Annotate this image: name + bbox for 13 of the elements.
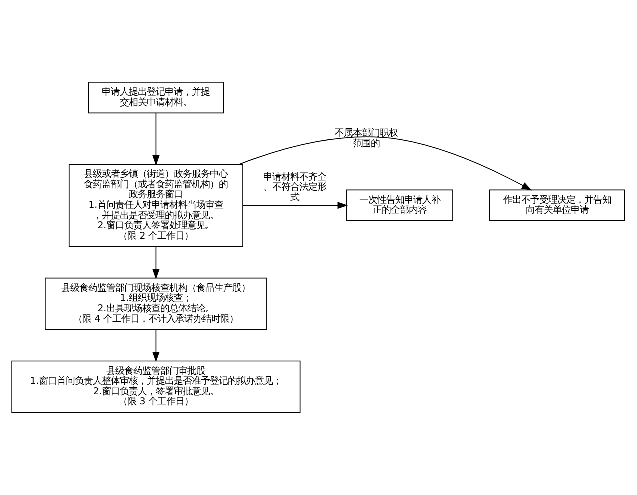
node-box: 县级食药监管部门现场核查机构（食品生产股） 1.组织现场核查； 2.出具现场核查的总体结论。 （限 4 个工作日，不计入承诺办结时限） [45, 278, 268, 330]
edge-label: 申请材料不齐全、不符合法定形式 [263, 172, 326, 204]
node-box: 县级食药监管部门审批股 1.窗口首问负责人整体审核，并提出是否准予登记的拟办意见； 2.窗口负责人，签署审批意见。 （限 3 个工作日） [12, 360, 301, 413]
arrow [152, 246, 160, 280]
edge-label: 不属本部门职权范围的 [335, 128, 398, 150]
node-box: 作出不予受理决定，并告知向有关单位申请 [489, 190, 626, 222]
arrow [152, 113, 160, 166]
node-box: 申请人提出登记申请，并提交相关申请材料。 [88, 82, 224, 114]
arrow [239, 136, 532, 191]
arrow [242, 202, 348, 210]
node-box: 县级或者乡镇（街道）政务服务中心食药监部门（或者食药监管机构）的政务服务窗口 1.首问责任人对申请材料当场审查，并提出是否受理的拟办意见。 2.窗口负责人签署处理意见。 （限 2 个工作日） [68, 164, 244, 248]
node-box: 一次性告知申请人补正的全部内容 [346, 190, 454, 222]
arrow [152, 329, 160, 362]
